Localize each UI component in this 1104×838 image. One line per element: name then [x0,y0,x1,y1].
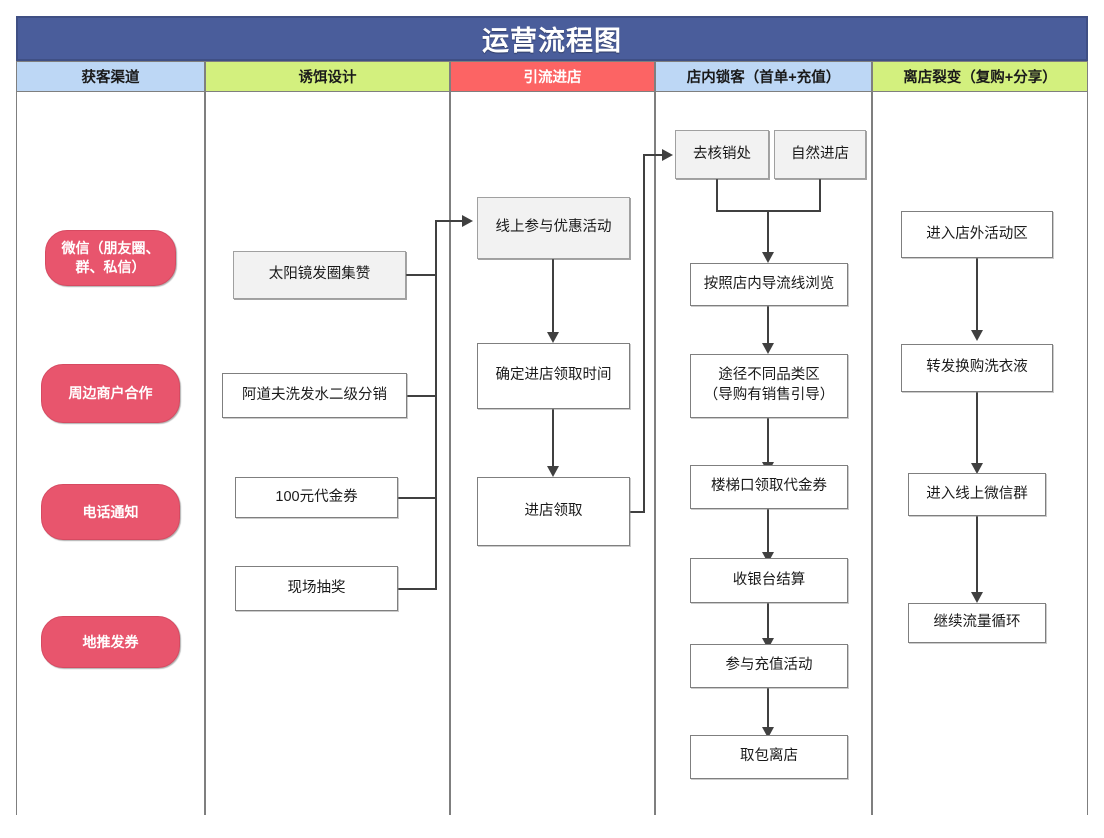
lane-bait [205,92,450,815]
column-header-label: 引流进店 [523,70,582,86]
lane-acquisition [16,92,205,815]
connector-wechat-group-to-loop [976,516,978,594]
arrow-into-wechat-group [971,463,983,474]
node-merchants[interactable]: 周边商户合作 [41,364,180,423]
node-label: 途径不同品类区 （导购有销售引导） [703,367,835,403]
node-ground-promo[interactable]: 地推发券 [41,616,180,668]
node-label: 线上参与优惠活动 [495,219,612,236]
connector-online-join-to-set-time [552,259,554,333]
node-claim-in-store[interactable]: 进店领取 [477,477,630,546]
node-set-pickup-time[interactable]: 确定进店领取时间 [477,343,630,409]
connector-shampoo-to-trunk [407,395,436,397]
node-shampoo-distribution[interactable]: 阿道夫洗发水二级分销 [222,373,407,418]
connector-categories-to-stair [767,418,769,464]
node-label: 周边商户合作 [68,385,153,402]
node-redeem-desk[interactable]: 去核销处 [675,130,769,179]
node-label: 转发换购洗衣液 [926,359,1028,376]
node-label: 去核销处 [693,145,751,162]
connector-lottery-to-trunk [398,588,436,590]
connector-merge-to-browse [767,210,769,254]
column-header-acquisition: 获客渠道 [16,61,205,92]
column-header-label: 店内锁客（首单+充值） [686,70,841,86]
connector-topup-to-leave [767,688,769,730]
node-phone[interactable]: 电话通知 [41,484,180,540]
arrow-into-online-join [462,215,473,227]
column-header-bait: 诱饵设计 [205,61,450,92]
arrow-into-topup [762,638,774,649]
arrow-into-share-detergent [971,330,983,341]
connector-redeem-desk-down [716,179,718,212]
node-label: 进入线上微信群 [926,485,1028,502]
connector-set-time-to-claim [552,409,554,467]
node-leave-store[interactable]: 取包离店 [690,735,848,779]
node-online-join-promo[interactable]: 线上参与优惠活动 [477,197,630,259]
node-label: 阿道夫洗发水二级分销 [242,386,387,403]
node-category-zones[interactable]: 途径不同品类区 （导购有销售引导） [690,354,848,418]
node-label: 地推发券 [82,633,139,650]
arrow-into-set-pickup-time [547,332,559,343]
node-label: 参与充值活动 [725,657,813,674]
connector-browse-to-categories [767,306,769,345]
column-header-label: 离店裂变（复购+分享） [903,70,1057,86]
connector-bait-trunk [435,220,437,590]
node-onsite-lottery[interactable]: 现场抽奖 [235,566,398,611]
lane-in-store [655,92,872,815]
node-label: 楼梯口领取代金券 [711,478,827,495]
connector-voucher-to-trunk [398,497,436,499]
node-label: 电话通知 [82,503,139,520]
connector-sunglasses-to-trunk [406,274,436,276]
node-label: 太阳镜发圈集赞 [268,266,371,283]
arrow-into-leave-store [762,727,774,738]
node-traffic-loop[interactable]: 继续流量循环 [908,603,1046,643]
connector-claim-to-riser [630,511,645,513]
arrow-into-redeem-desk [662,149,673,161]
connector-checkout-to-topup [767,603,769,641]
node-wechat-group[interactable]: 进入线上微信群 [908,473,1046,516]
connector-share-to-wechat-group [976,392,978,465]
connector-claim-riser [643,154,645,513]
node-wechat[interactable]: 微信（朋友圈、 群、私信） [45,230,176,286]
lane-post-store [872,92,1088,815]
arrow-into-browse-route [762,252,774,263]
column-header-post-store: 离店裂变（复购+分享） [872,61,1088,92]
node-share-detergent[interactable]: 转发换购洗衣液 [901,344,1053,392]
arrow-into-claim-in-store [547,466,559,477]
column-header-drive-in: 引流进店 [450,61,655,92]
node-voucher-100[interactable]: 100元代金券 [235,477,398,518]
column-header-in-store: 店内锁客（首单+充值） [655,61,872,92]
node-stair-voucher[interactable]: 楼梯口领取代金券 [690,465,848,509]
node-label: 收银台结算 [732,571,806,588]
arrow-into-category-zones [762,343,774,354]
node-label: 按照店内导流线浏览 [703,275,835,292]
node-topup-activity[interactable]: 参与充值活动 [690,644,848,688]
column-header-label: 获客渠道 [81,70,140,86]
connector-riser-to-redeem-desk [643,154,665,156]
connector-natural-walk-down [819,179,821,212]
node-label: 自然进店 [791,145,849,162]
node-outdoor-zone[interactable]: 进入店外活动区 [901,211,1053,258]
node-label: 取包离店 [740,748,798,765]
arrow-into-traffic-loop [971,592,983,603]
node-label: 确定进店领取时间 [495,367,612,384]
connector-outdoor-to-share [976,258,978,332]
node-sunglasses-likes[interactable]: 太阳镜发圈集赞 [233,251,406,299]
node-label: 现场抽奖 [287,579,346,596]
diagram-title: 运营流程图 [16,16,1088,61]
node-label: 继续流量循环 [933,614,1021,631]
node-label: 进店领取 [524,502,583,519]
node-label: 进入店外活动区 [926,225,1028,242]
column-header-label: 诱饵设计 [298,70,357,86]
node-label: 100元代金券 [275,488,358,505]
connector-trunk-to-online-join [435,220,465,222]
arrow-into-checkout [762,552,774,563]
node-browse-route[interactable]: 按照店内导流线浏览 [690,263,848,306]
node-natural-walk-in[interactable]: 自然进店 [774,130,866,179]
connector-stair-to-checkout [767,509,769,555]
node-checkout[interactable]: 收银台结算 [690,558,848,603]
node-label: 微信（朋友圈、 群、私信） [61,240,160,275]
